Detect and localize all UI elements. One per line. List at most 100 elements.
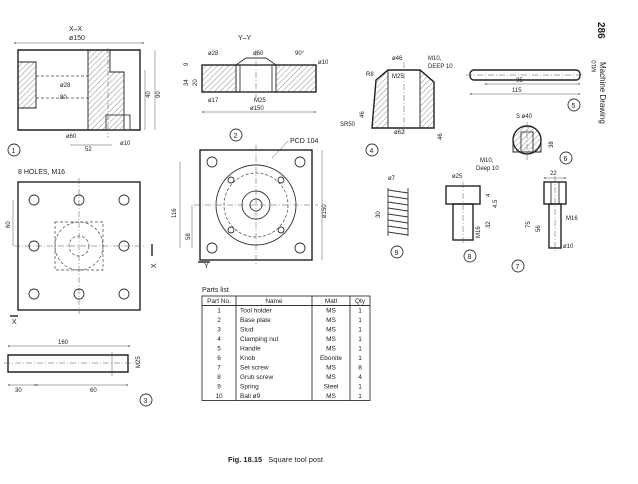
dim-p5-95: 95 — [516, 78, 523, 84]
parts-list-cell: 1 — [358, 317, 362, 324]
part2-section-view: Y–Y ø28 ø60 90° ø10 9 34 20 ø17 M25 ø150… — [184, 35, 329, 142]
dim-p1-sq80: 80 — [60, 95, 67, 101]
dim-p2-34: 34 — [184, 79, 190, 86]
dim-p3-160: 160 — [58, 340, 69, 346]
dim-p1-dia10: ø10 — [120, 141, 131, 147]
part-marker-4 — [365, 143, 379, 157]
parts-list-cell: 2 — [217, 317, 221, 324]
dim-p8-m16: M16 — [476, 226, 482, 238]
dim-p9-dia7: ø7 — [388, 176, 396, 182]
parts-list-cell: Handle — [240, 346, 261, 353]
part-marker-6 — [559, 151, 573, 165]
dim-p3-30: 30 — [15, 388, 22, 394]
svg-text:9: 9 — [395, 250, 399, 257]
parts-list-cell: MS — [326, 317, 336, 324]
svg-text:8: 8 — [468, 254, 472, 261]
part4-clamping-nut: ø46 M10, DEEP 10 R8 M25 46 SR50 ø62 46 4 — [340, 56, 453, 157]
part-marker-3 — [139, 393, 153, 407]
svg-text:4: 4 — [370, 148, 374, 155]
page-header: 286 Machine Drawing — [595, 22, 607, 124]
parts-list-title: Parts list — [202, 287, 229, 294]
dim-p8-32: 32 — [486, 221, 492, 228]
dim-p1-40: 40 — [146, 91, 152, 98]
dim-p1-dia60: ø60 — [66, 134, 77, 140]
label-pcd104: PCD 104 — [290, 138, 319, 145]
dim-p2-dia17: ø17 — [208, 98, 219, 104]
cut-x-left: X — [12, 319, 17, 326]
dim-p8-4: 4 — [486, 193, 492, 197]
cut-y-top: Y — [204, 263, 209, 270]
parts-list-cell: 8 — [217, 374, 221, 381]
part1-section-view: X–X ø150 ø28 80 40 90 ø60 52 ø10 1 — [7, 26, 162, 157]
dim-p2-116: 116 — [172, 208, 178, 218]
dim-p7-22: 22 — [550, 171, 557, 177]
dim-p4-dia62: ø62 — [394, 130, 405, 136]
dim-p4-dia46: ø46 — [392, 56, 403, 62]
parts-list-cell: 8 — [358, 365, 362, 372]
dim-p3-m25: M25 — [136, 356, 142, 368]
parts-list-cell: 10 — [215, 393, 223, 400]
section-yy-label: Y–Y — [238, 35, 252, 42]
dim-p7-75: 75 — [526, 221, 532, 228]
parts-list-cell: Knob — [240, 355, 256, 362]
dim-p2-90deg: 90° — [295, 51, 305, 57]
dim-p8-dia25: ø25 — [452, 174, 463, 180]
label-8-holes: 8 HOLES, M16 — [18, 169, 65, 176]
spring-coils — [387, 188, 409, 236]
parts-list-cell: 1 — [358, 336, 362, 343]
dim-p7-56: 56 — [536, 225, 542, 232]
part-marker-5 — [567, 98, 581, 112]
dim-p6-38: 38 — [549, 141, 555, 148]
dim-p2-m25: M25 — [254, 98, 266, 104]
caption-label: Fig. 18.15 — [228, 455, 262, 464]
base-holes — [206, 156, 306, 254]
parts-list-cell: 1 — [358, 308, 362, 315]
part2-plan-view: PCD 104 116 58 ø150 Y — [172, 138, 328, 270]
dim-p9-30: 30 — [376, 211, 382, 218]
svg-text:1: 1 — [12, 148, 16, 155]
part-marker-9 — [390, 245, 404, 259]
parts-list-cell: Clamping nut — [240, 336, 278, 343]
svg-text:7: 7 — [516, 264, 520, 271]
svg-text:2: 2 — [234, 133, 238, 140]
dim-p1-52: 52 — [85, 147, 92, 153]
cut-x-right: X — [151, 263, 158, 268]
svg-text:5: 5 — [572, 103, 576, 110]
part6-knob: S ø40 M10, Deep 10 38 6 — [476, 114, 573, 172]
dim-p4-m10: M10, — [428, 56, 442, 62]
dim-p4-m25: M25 — [392, 74, 404, 80]
parts-list-cell: Tool holder — [240, 308, 273, 315]
dim-p2-dia28: ø28 — [208, 51, 219, 57]
parts-list-cell: MS — [326, 336, 336, 343]
bolt-holes — [28, 194, 130, 300]
dim-p6-sdia40: S ø40 — [516, 114, 533, 120]
parts-list-cell: 7 — [217, 365, 221, 372]
part1-hatch — [87, 49, 125, 131]
dim-p2-dia150: ø150 — [250, 106, 264, 112]
figure-caption: Fig. 18.15 Square tool post — [228, 455, 324, 464]
dim-p8-4-5: 4.5 — [493, 199, 499, 208]
parts-list-cell: Set screw — [240, 365, 269, 372]
dim-p4-46v: 46 — [360, 111, 366, 118]
dim-p4-46b: 46 — [438, 133, 444, 140]
dim-p6-deep10: Deep 10 — [476, 166, 499, 172]
part8-grub-screw: ø25 4 4.5 32 M16 8 — [445, 174, 499, 263]
part7-set-screw: 22 75 56 M16 ø10 7 — [511, 171, 578, 273]
part-marker-2 — [229, 128, 243, 142]
parts-list-header-cell: Matl — [325, 298, 338, 305]
parts-list-header-cell: Name — [265, 298, 283, 305]
parts-list-cell: 1 — [358, 346, 362, 353]
dim-p4-r8: R8 — [366, 72, 374, 78]
dim-p1-90: 90 — [156, 91, 162, 98]
part9-spring: ø7 30 9 — [376, 176, 409, 259]
parts-list-cell: 1 — [358, 393, 362, 400]
part3-stud-view: 160 M25 30 60 3 — [4, 340, 153, 407]
dim-p2-20: 20 — [193, 79, 199, 86]
parts-list-cell: 3 — [217, 327, 221, 334]
svg-text:3: 3 — [144, 398, 148, 405]
dim-p4-sr50: SR50 — [340, 122, 356, 128]
